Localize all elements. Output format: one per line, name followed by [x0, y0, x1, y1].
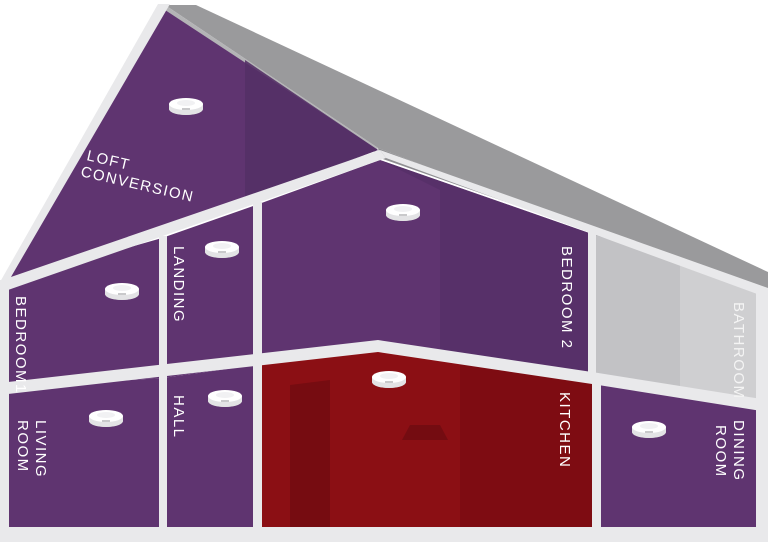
label-bedroom2: BEDROOM 2	[558, 246, 575, 350]
smoke-detector-icon	[89, 410, 123, 427]
label-living-line1: LIVING	[32, 420, 49, 478]
heat-alarm-icon	[372, 371, 406, 388]
label-landing: LANDING	[170, 246, 187, 323]
room-hall	[162, 365, 256, 527]
smoke-detector-icon	[386, 204, 420, 221]
room-dining-room	[592, 378, 758, 527]
label-living-line2: ROOM	[14, 420, 31, 473]
kitchen-stairs	[290, 380, 330, 527]
room-living-room	[8, 378, 162, 527]
label-bathroom: BATHROOM	[730, 302, 747, 400]
smoke-detector-icon	[208, 390, 242, 407]
bedroom2-back-wall	[380, 160, 592, 378]
smoke-detector-icon	[169, 98, 203, 115]
label-dining-line2: ROOM	[712, 425, 729, 478]
cooker-hood	[402, 425, 448, 440]
bathroom-back-wall	[592, 234, 680, 395]
loft-back-wall	[245, 60, 378, 200]
roof	[165, 5, 768, 298]
label-hall: HALL	[170, 395, 187, 439]
smoke-detector-icon	[105, 283, 139, 300]
label-bedroom1: BEDROOM1	[12, 296, 29, 394]
room-loft	[8, 8, 378, 282]
smoke-detector-icon	[632, 421, 666, 438]
label-dining-line1: DINING	[730, 420, 747, 482]
smoke-detector-icon	[205, 241, 239, 258]
kitchen-back-wall	[378, 345, 592, 527]
wall-dividers	[0, 4, 768, 542]
label-kitchen: KITCHEN	[556, 392, 573, 468]
